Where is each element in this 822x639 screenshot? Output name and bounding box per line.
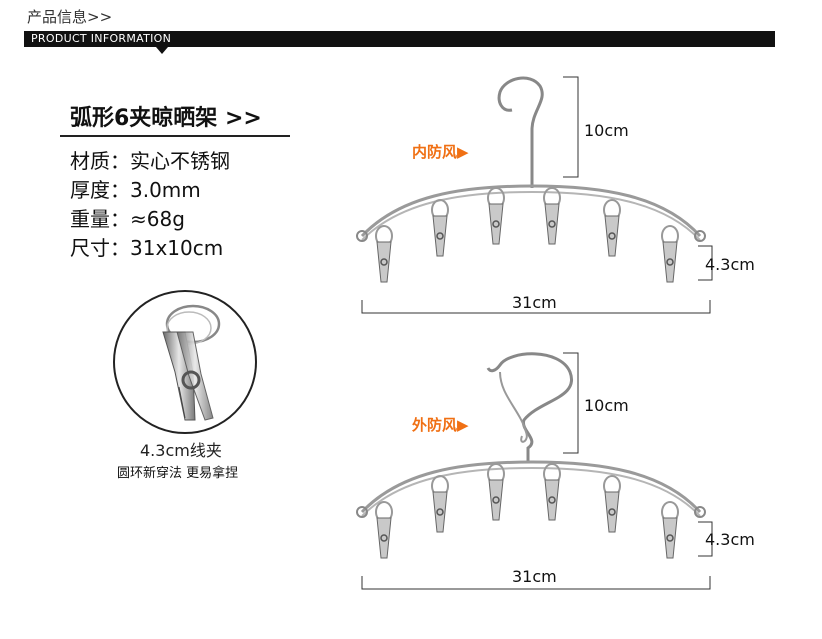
clip-spring-outer [548, 496, 556, 504]
clip-closeup-drawing [162, 304, 221, 421]
dim-width-outer [361, 576, 711, 590]
dim-width-inner [361, 300, 711, 314]
dim-clip-height-inner [698, 245, 713, 281]
clip-outer [488, 479, 504, 521]
clip-spring-outer [492, 496, 500, 504]
clip-spring-inner [548, 220, 556, 228]
hook-outer [486, 352, 574, 462]
clip-subcaption: 圆环新穿法 更易拿捏 [117, 466, 239, 481]
hook-height-label-inner: 10cm [584, 121, 629, 140]
clip-inner [488, 203, 504, 245]
width-label-inner: 31cm [512, 293, 557, 312]
arc-bar-top-outer [360, 460, 702, 514]
clip-spring-outer [608, 508, 616, 516]
clip-inner [432, 215, 448, 257]
end-loop-right-outer [694, 506, 706, 518]
clip-outer [376, 517, 392, 559]
clip-spring-inner [436, 232, 444, 240]
hook-inner [497, 76, 544, 188]
clip-inner [662, 241, 678, 283]
width-label-outer: 31cm [512, 567, 557, 586]
clip-spring-inner [608, 232, 616, 240]
clip-inner [376, 241, 392, 283]
spec-material: 材质：实心不锈钢 [70, 149, 230, 173]
header-tab-marker [156, 47, 168, 54]
hook-loop-outer [499, 371, 528, 443]
hanger-name-outer: 外防风▶ [412, 416, 469, 434]
hanger-name-inner: 内防风▶ [412, 143, 469, 161]
clip-caption: 4.3cm线夹 [140, 441, 222, 460]
clip-outer [544, 479, 560, 521]
clip-spring-outer [436, 508, 444, 516]
end-loop-left-inner [356, 230, 368, 242]
clip-height-label-inner: 4.3cm [705, 255, 755, 274]
arc-bar-bottom-inner [361, 190, 701, 241]
clip-spring-outer [380, 534, 388, 542]
title-underline [60, 135, 290, 137]
clip-spring-inner [380, 258, 388, 266]
end-loop-right-inner [694, 230, 706, 242]
section-title-cn: 产品信息>> [27, 8, 113, 26]
clip-inner [604, 215, 620, 257]
end-loop-left-outer [356, 506, 368, 518]
spec-weight: 重量：≈68g [70, 207, 185, 231]
clip-spring-inner [666, 258, 674, 266]
hook-height-label-outer: 10cm [584, 396, 629, 415]
dim-hook-height-outer [563, 352, 579, 454]
spec-size: 尺寸：31x10cm [70, 236, 224, 260]
arc-bar-top-inner [360, 184, 702, 238]
dim-clip-height-outer [698, 521, 713, 557]
arc-bar-bottom-outer [361, 466, 701, 517]
clip-spring-outer [666, 534, 674, 542]
clip-outer [604, 491, 620, 533]
clip-closeup-image [113, 290, 257, 434]
clip-outer [432, 491, 448, 533]
spec-thickness: 厚度：3.0mm [70, 178, 201, 202]
section-title-en: PRODUCT INFORMATION [31, 32, 172, 45]
product-title: 弧形6夹晾晒架 >> [70, 106, 262, 131]
clip-outer [662, 517, 678, 559]
dim-hook-height-inner [563, 76, 579, 178]
clip-height-label-outer: 4.3cm [705, 530, 755, 549]
clip-spring-inner [492, 220, 500, 228]
header-bar [24, 31, 775, 47]
clip-inner [544, 203, 560, 245]
